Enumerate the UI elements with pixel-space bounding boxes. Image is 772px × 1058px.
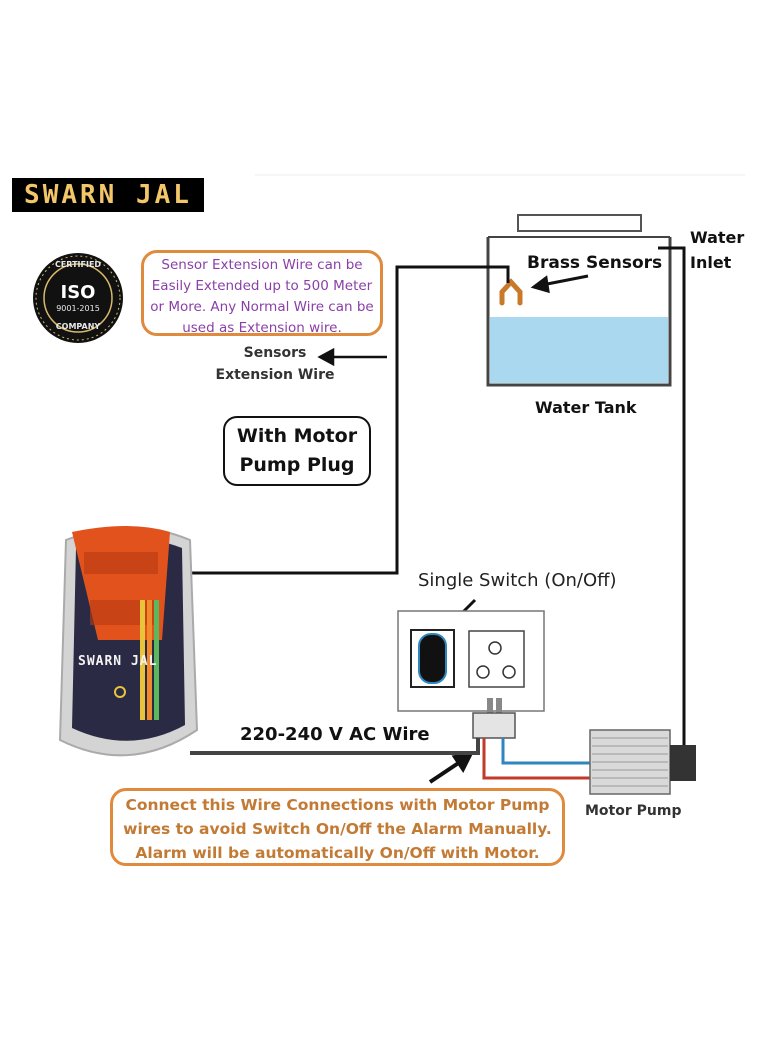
motor-pump-plug-line1: With Motor	[236, 425, 358, 447]
iso-seal-bottom-text: COMPANY	[55, 322, 101, 331]
brass-sensors-icon	[499, 278, 523, 306]
extension-note-line: used as Extension wire.	[182, 320, 342, 336]
water-level	[490, 317, 668, 383]
extension-note-line: Easily Extended up to 500 Meter	[151, 278, 373, 294]
water-tank	[486, 214, 672, 387]
connection-note-line: Alarm will be automatically On/Off with …	[135, 844, 540, 862]
switch-board	[397, 610, 545, 712]
ac-wire-label: 220-240 V AC Wire	[240, 724, 430, 745]
sensors-extension-wire-line2: Extension Wire	[215, 367, 335, 383]
connection-note-line: wires to avoid Switch On/Off the Alarm M…	[123, 820, 552, 838]
red-wire	[482, 738, 590, 780]
motor-pump-plug-line2: Pump Plug	[239, 454, 355, 476]
sensors-extension-wire-label: Sensors Extension Wire	[200, 342, 350, 386]
blue-wire	[501, 738, 590, 765]
connection-note-line: Connect this Wire Connections with Motor…	[125, 796, 550, 814]
device-logo: SWARN JAL	[78, 654, 158, 669]
socket	[468, 630, 525, 688]
single-switch-label: Single Switch (On/Off)	[418, 570, 617, 591]
iso-seal-standard: 9001-2015	[56, 304, 100, 313]
arrow-brass-sensors	[530, 274, 589, 294]
alarm-device	[58, 526, 199, 757]
sensor-wire	[190, 265, 510, 575]
iso-seal-title: ISO	[60, 282, 96, 303]
brand-logo: SWARN JAL	[12, 178, 204, 212]
arrow-connection	[428, 752, 474, 784]
iso-seal	[33, 253, 123, 343]
water-inlet-pipe	[658, 246, 686, 745]
connection-note: Connect this Wire Connections with Motor…	[110, 788, 565, 866]
motor-pump-plug-box: With Motor Pump Plug	[223, 416, 371, 486]
iso-seal-top-text: CERTIFIED	[54, 260, 102, 269]
water-tank-label: Water Tank	[535, 398, 637, 417]
motor-pump-label: Motor Pump	[585, 803, 682, 819]
plug	[472, 698, 516, 739]
arrow-extension-wire	[317, 347, 387, 367]
brass-sensors-label: Brass Sensors	[527, 253, 663, 273]
switch-toggle	[418, 633, 447, 684]
motor-pump	[589, 729, 696, 795]
extension-note-line: Sensor Extension Wire can be	[161, 257, 363, 273]
sensors-extension-wire-line1: Sensors	[243, 345, 307, 361]
ac-wire	[190, 738, 480, 755]
extension-note-line: or More. Any Normal Wire can be	[150, 299, 374, 315]
water-inlet-label: Water Inlet	[690, 228, 745, 272]
extension-wire-note: Sensor Extension Wire can be Easily Exte…	[141, 250, 383, 336]
